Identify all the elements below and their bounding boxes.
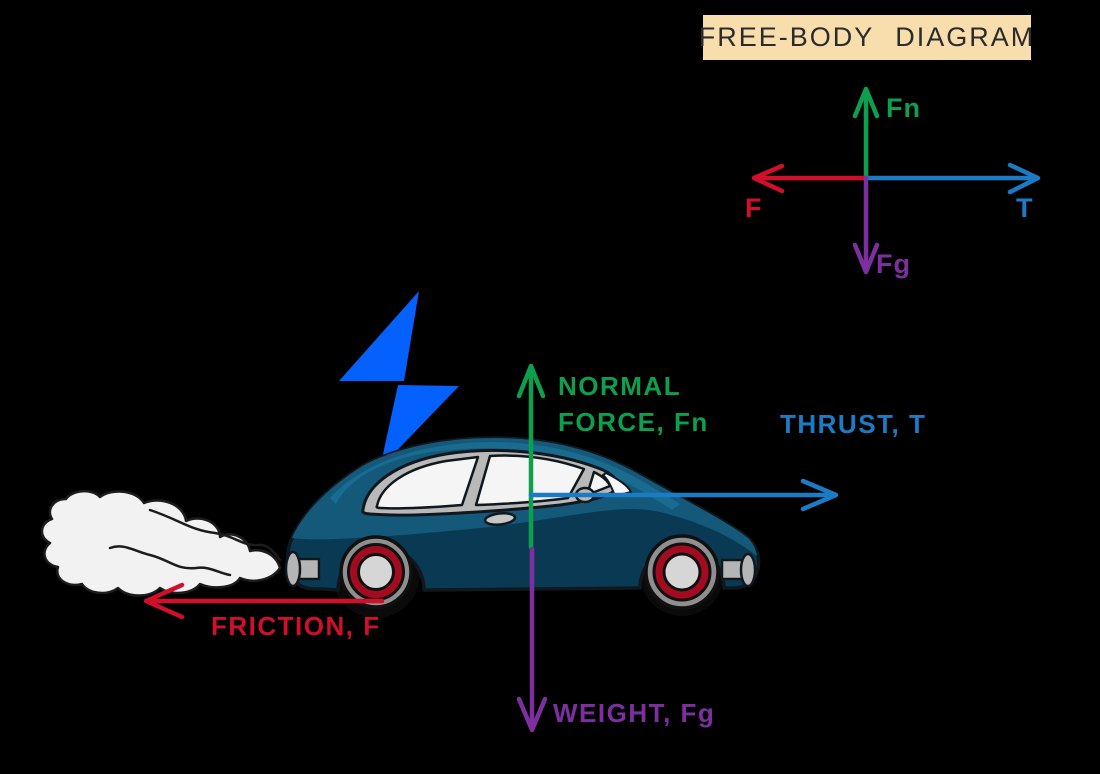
front-wheel-hub [662, 552, 702, 592]
front-bumper-flange [739, 552, 757, 588]
car-illustration [284, 436, 761, 618]
rear-wheel [339, 535, 413, 609]
rear-wheel-hub [357, 553, 395, 591]
normal-force-label-line1: NORMAL [558, 371, 682, 401]
door-handle [483, 512, 517, 526]
thrust-label: THRUST, T [780, 409, 927, 439]
fbd-thrust-label: T [1016, 193, 1034, 223]
lightning-bolt-icon [339, 291, 459, 468]
normal-force-label-line2: FORCE, Fn [558, 407, 709, 437]
fbd-weight-arrow [852, 175, 880, 275]
free-body-diagram-title-box: FREE-BODY DIAGRAM [699, 15, 1033, 60]
fbd-weight-label: Fg [876, 249, 911, 279]
smoke-cloud [40, 490, 282, 597]
lightning-bolt-top [339, 291, 419, 381]
friction-label: FRICTION, F [211, 611, 381, 641]
smoke-swirl-upper [148, 508, 282, 562]
fbd-friction-arrow [751, 163, 869, 194]
smoke-swirl-lower [108, 545, 232, 577]
fbd-normal-label: Fn [886, 93, 921, 123]
fbd-friction-label: F [745, 193, 763, 223]
front-wheel [644, 534, 720, 610]
front-bumper [720, 552, 757, 588]
lightning-bolt-bottom [380, 385, 459, 468]
weight-label: WEIGHT, Fg [553, 698, 716, 728]
car-rear-window [375, 455, 480, 510]
normal-force-label: NORMAL FORCE, Fn [558, 368, 709, 440]
free-body-diagram-title: FREE-BODY DIAGRAM [698, 22, 1036, 52]
friction-arrow [143, 582, 385, 620]
weight-arrow [516, 546, 548, 733]
car-roof-highlight [330, 442, 680, 510]
exhaust-pipe [284, 550, 321, 588]
smoke-cloud-body [40, 490, 282, 597]
normal-force-arrow [516, 363, 546, 550]
exhaust-pipe-flange [284, 550, 302, 588]
fbd-normal-arrow [852, 86, 880, 181]
fbd-thrust-arrow [863, 162, 1041, 195]
thrust-arrow [528, 478, 839, 512]
